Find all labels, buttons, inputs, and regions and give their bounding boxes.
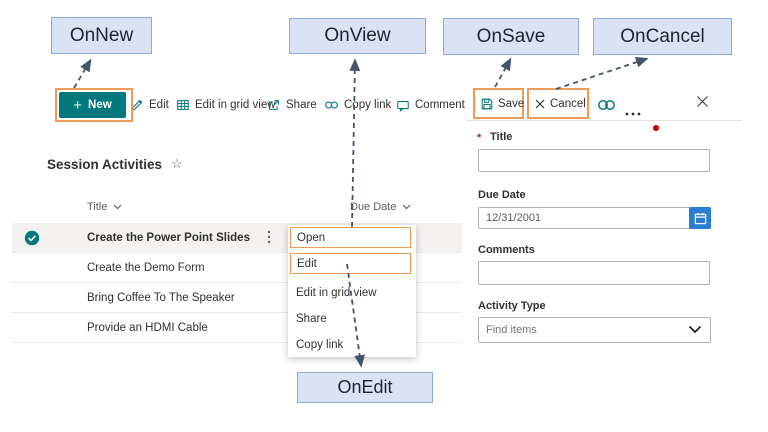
toolbar-copy-link-label: Copy link — [344, 99, 392, 111]
copy-link-icon[interactable] — [597, 98, 616, 117]
column-due-date-label: Due Date — [350, 201, 397, 213]
toolbar-copy-link-button[interactable]: Copy link — [324, 92, 391, 118]
activity-type-value: Find items — [486, 324, 537, 336]
cancel-button-label: Cancel — [550, 97, 586, 110]
list-title-text: Session Activities — [47, 156, 163, 172]
share-icon — [267, 98, 281, 112]
close-panel-icon[interactable] — [696, 95, 709, 113]
link-icon — [324, 99, 339, 111]
toolbar-edit-grid-label: Edit in grid view — [195, 99, 276, 111]
column-header-due-date[interactable]: Due Date — [350, 201, 411, 213]
new-button-label: New — [88, 99, 112, 111]
title-field-label: Title — [490, 131, 513, 143]
comments-field-label: Comments — [478, 244, 535, 256]
callout-on-save: OnSave — [443, 18, 579, 55]
due-date-input[interactable]: 12/31/2001 — [478, 207, 711, 229]
row-title: Create the Demo Form — [87, 261, 205, 274]
menu-item-edit[interactable]: Edit — [290, 253, 411, 274]
calendar-icon — [694, 212, 706, 224]
row-title: Bring Coffee To The Speaker — [87, 291, 235, 304]
callout-on-edit: OnEdit — [297, 372, 433, 403]
toolbar-share-label: Share — [286, 99, 317, 111]
row-title: Create the Power Point Slides — [87, 231, 250, 244]
row-context-menu: Open Edit Edit in grid view Share Copy l… — [288, 225, 416, 357]
toolbar-edit-grid-button[interactable]: Edit in grid view — [176, 92, 276, 118]
grid-icon — [176, 98, 190, 112]
menu-item-open[interactable]: Open — [290, 227, 411, 248]
row-title: Provide an HDMI Cable — [87, 321, 208, 334]
cancel-x-icon — [534, 98, 546, 110]
row-selected-check-icon[interactable] — [24, 230, 40, 249]
title-input[interactable] — [478, 149, 710, 172]
arrow-cancel-to-oncancel — [555, 57, 649, 90]
toolbar-edit-button[interactable]: Edit — [130, 92, 169, 118]
save-icon — [480, 97, 494, 111]
chevron-down-icon — [688, 325, 702, 334]
cancel-button[interactable]: Cancel — [527, 88, 589, 119]
arrow-save-to-onsave — [494, 57, 512, 88]
comments-input[interactable] — [478, 261, 710, 285]
activity-type-dropdown[interactable]: Find items — [478, 317, 711, 343]
recording-dot — [653, 125, 659, 131]
save-button[interactable]: Save — [473, 88, 524, 119]
highlight-new-button — [55, 88, 133, 122]
due-date-field-label: Due Date — [478, 189, 526, 201]
favorite-star-icon[interactable]: ☆ — [171, 156, 183, 171]
comment-icon — [396, 99, 410, 112]
list-title: Session Activities ☆ — [47, 156, 183, 172]
column-title-label: Title — [87, 201, 108, 213]
plus-icon: + — [73, 96, 83, 114]
arrow-new-to-onnew — [73, 58, 92, 89]
callout-on-view: OnView — [289, 18, 426, 54]
toolbar-edit-label: Edit — [149, 99, 169, 111]
column-header-title[interactable]: Title — [87, 201, 122, 213]
toolbar-comment-button[interactable]: Comment — [396, 92, 465, 118]
menu-item-copy-link[interactable]: Copy link — [296, 338, 344, 351]
row-more-actions-icon[interactable] — [267, 229, 271, 248]
more-options-icon[interactable] — [625, 103, 641, 121]
save-button-label: Save — [498, 97, 525, 110]
toolbar-share-button[interactable]: Share — [267, 92, 317, 118]
panel-divider — [467, 120, 742, 121]
new-button[interactable]: + New — [59, 92, 126, 118]
activity-type-field-label: Activity Type — [478, 300, 546, 312]
chevron-down-icon — [113, 204, 122, 210]
menu-item-share[interactable]: Share — [296, 312, 327, 325]
callout-on-cancel: OnCancel — [593, 18, 732, 55]
callout-on-new: OnNew — [51, 17, 152, 54]
toolbar-comment-label: Comment — [415, 99, 465, 111]
menu-item-edit-in-grid-view[interactable]: Edit in grid view — [296, 286, 377, 299]
chevron-down-icon — [403, 204, 411, 210]
required-asterisk: * — [477, 132, 482, 144]
date-picker-button[interactable] — [689, 207, 711, 229]
